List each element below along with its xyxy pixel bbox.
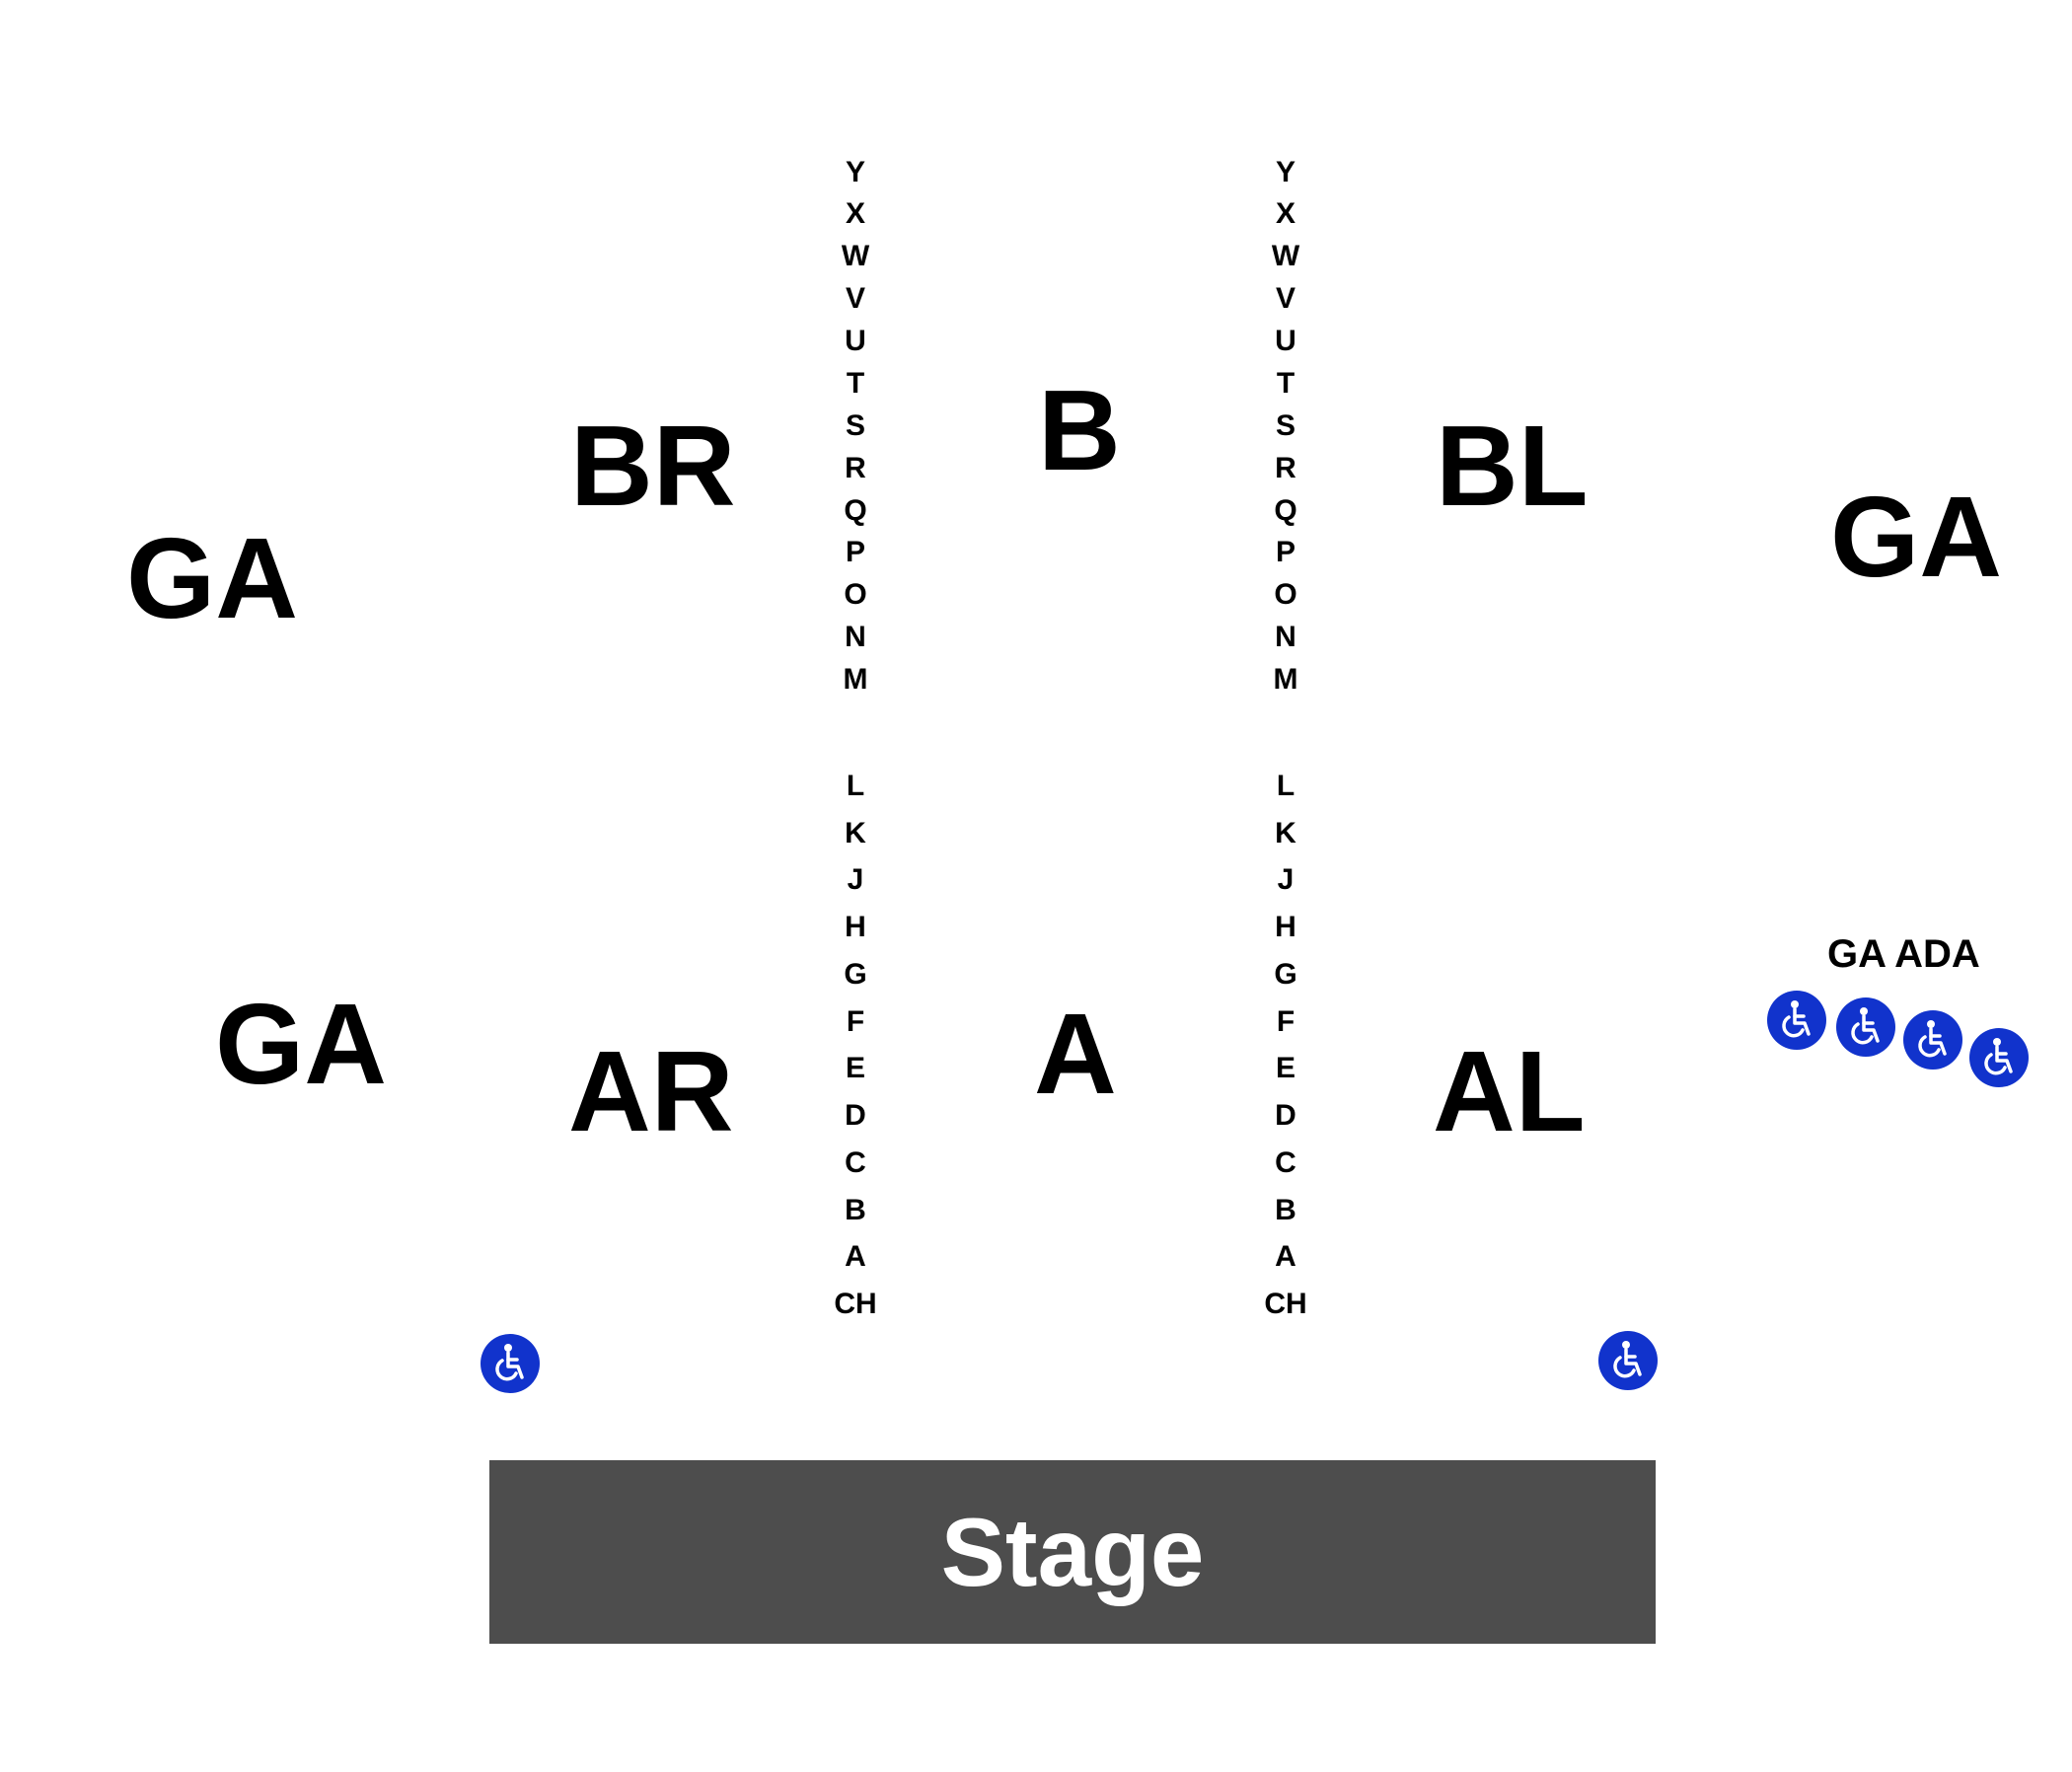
section-ar[interactable]: AR: [568, 1027, 734, 1155]
row-label: C: [845, 1146, 866, 1179]
row-label: J: [1277, 863, 1295, 896]
row-label: A: [1275, 1240, 1296, 1273]
section-a[interactable]: A: [1034, 990, 1117, 1118]
row-label: G: [1274, 958, 1297, 991]
row-label: G: [844, 958, 867, 991]
row-label: E: [1275, 1052, 1295, 1084]
wheelchair-icon[interactable]: [1598, 1331, 1658, 1390]
row-label: CH: [834, 1288, 877, 1320]
stage-label: Stage: [940, 1498, 1205, 1606]
row-label: U: [845, 325, 866, 357]
row-label: R: [845, 452, 866, 484]
row-label: X: [845, 197, 865, 230]
row-label: D: [1275, 1099, 1296, 1132]
section-bl[interactable]: BL: [1436, 402, 1589, 530]
row-label: C: [1275, 1146, 1296, 1179]
section-al[interactable]: AL: [1433, 1027, 1586, 1155]
row-label: H: [1275, 911, 1296, 943]
row-label: T: [846, 367, 865, 400]
row-label: P: [1275, 536, 1295, 568]
ga-ada-label: GA ADA: [1827, 932, 1980, 976]
row-label: P: [845, 536, 865, 568]
wheelchair-icon[interactable]: [1969, 1028, 2029, 1087]
row-label: Q: [844, 494, 867, 527]
row-label: F: [1276, 1005, 1295, 1038]
row-label: M: [1273, 663, 1298, 696]
aisle-left-row-labels: Y X W V U T S R Q P O N M L K J H G F E …: [816, 0, 895, 1772]
section-b[interactable]: B: [1038, 366, 1121, 494]
row-label: A: [845, 1240, 866, 1273]
row-label: V: [845, 282, 865, 315]
wheelchair-icon[interactable]: [481, 1334, 540, 1393]
section-ga-lower-left[interactable]: GA: [215, 980, 387, 1108]
row-label: S: [1275, 409, 1295, 442]
row-label: O: [844, 578, 867, 611]
row-label: D: [845, 1099, 866, 1132]
row-label: E: [845, 1052, 865, 1084]
row-label: H: [845, 911, 866, 943]
row-label: T: [1276, 367, 1295, 400]
stage: Stage: [489, 1460, 1656, 1644]
row-label: L: [846, 770, 865, 802]
row-label: K: [1275, 817, 1296, 849]
row-label: X: [1275, 197, 1295, 230]
row-label: K: [845, 817, 866, 849]
row-label: N: [845, 621, 866, 653]
section-ga-right[interactable]: GA: [1830, 473, 2002, 601]
row-label: Q: [1274, 494, 1297, 527]
row-label: R: [1275, 452, 1296, 484]
row-label: V: [1275, 282, 1295, 315]
section-ga-upper-left[interactable]: GA: [126, 514, 298, 642]
row-label: Y: [845, 156, 865, 188]
row-label: Y: [1275, 156, 1295, 188]
wheelchair-icon[interactable]: [1903, 1010, 1962, 1070]
section-br[interactable]: BR: [570, 402, 736, 530]
wheelchair-icon[interactable]: [1836, 997, 1895, 1057]
row-label: U: [1275, 325, 1296, 357]
row-label: M: [843, 663, 868, 696]
row-label: F: [846, 1005, 865, 1038]
wheelchair-icon[interactable]: [1767, 991, 1826, 1050]
row-label: B: [845, 1194, 866, 1226]
row-label: W: [841, 240, 870, 272]
row-label: L: [1276, 770, 1295, 802]
row-label: O: [1274, 578, 1297, 611]
row-label: N: [1275, 621, 1296, 653]
aisle-right-row-labels: Y X W V U T S R Q P O N M L K J H G F E …: [1246, 0, 1325, 1772]
row-label: S: [845, 409, 865, 442]
row-label: CH: [1264, 1288, 1307, 1320]
row-label: J: [847, 863, 864, 896]
row-label: W: [1271, 240, 1300, 272]
row-label: B: [1275, 1194, 1296, 1226]
